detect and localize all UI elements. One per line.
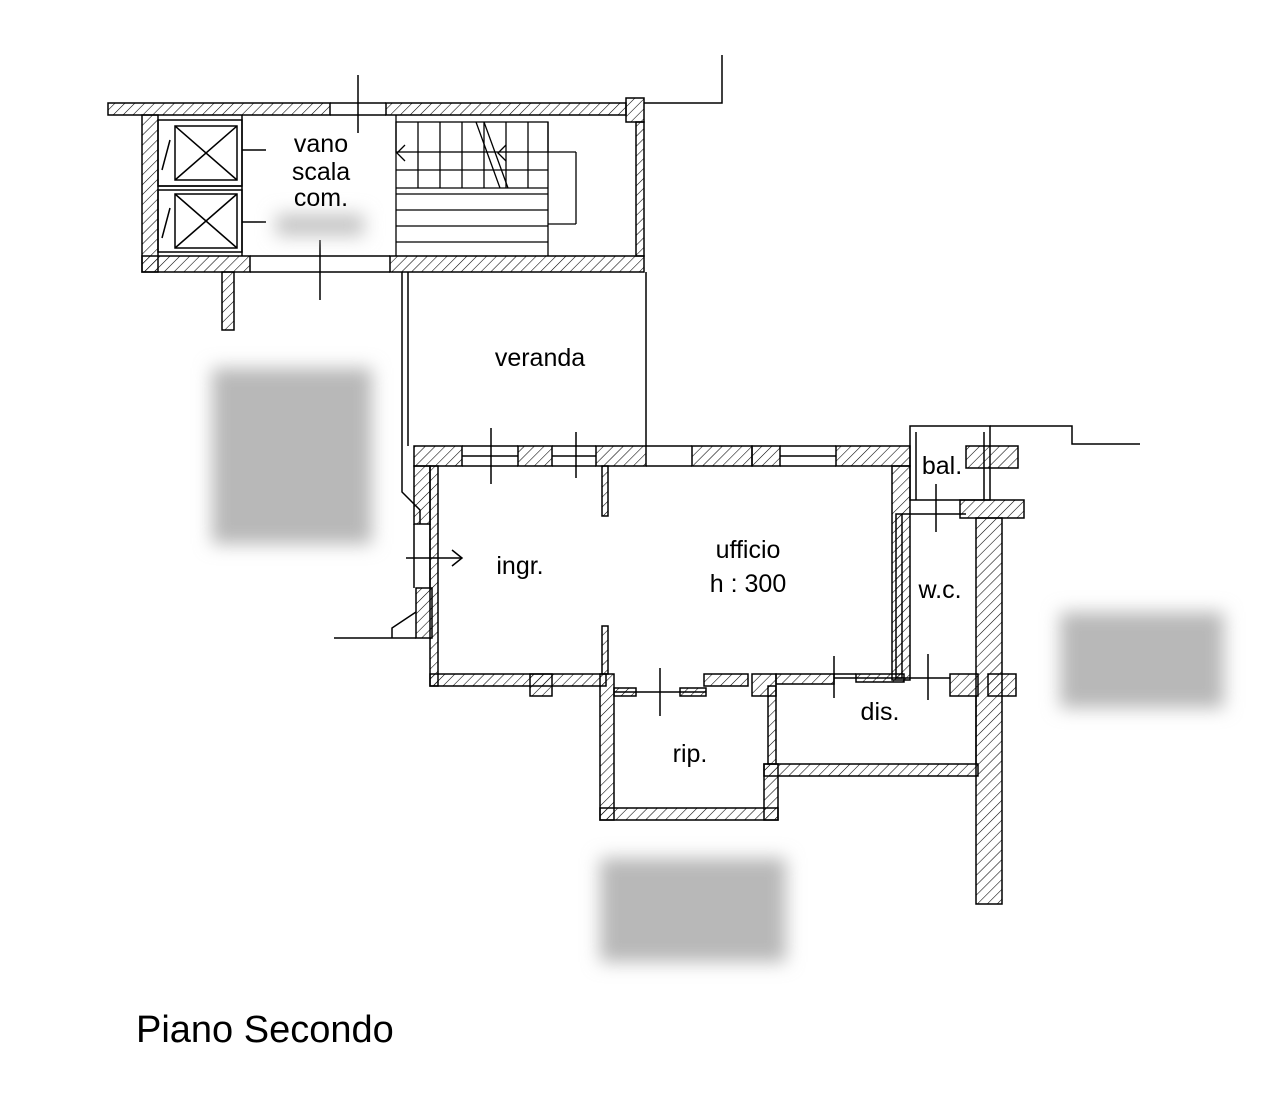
stair-label-line3: com.: [294, 184, 348, 212]
stairwell-block: [107, 97, 645, 331]
veranda-walls: [401, 272, 647, 446]
floor-title: Piano Secondo: [136, 1009, 394, 1051]
stairwell-openings: [250, 55, 723, 300]
office-label: ufficio: [716, 536, 781, 564]
veranda-label: veranda: [495, 344, 585, 372]
wc-label: w.c.: [917, 576, 961, 604]
staircase: [395, 115, 577, 256]
office-walls: [413, 445, 1025, 905]
redacted-areas: [212, 214, 1224, 962]
storage-label: rip.: [673, 740, 708, 768]
stair-label-line2: scala: [292, 158, 350, 186]
office-lines: [334, 425, 1140, 764]
elevator-shafts: [157, 115, 266, 256]
balcony-label: bal.: [922, 452, 962, 480]
hallway-label: dis.: [861, 698, 900, 726]
entrance-label: ingr.: [496, 552, 543, 580]
stair-label-line1: vano: [294, 130, 348, 158]
office-height-label: h : 300: [710, 570, 786, 598]
